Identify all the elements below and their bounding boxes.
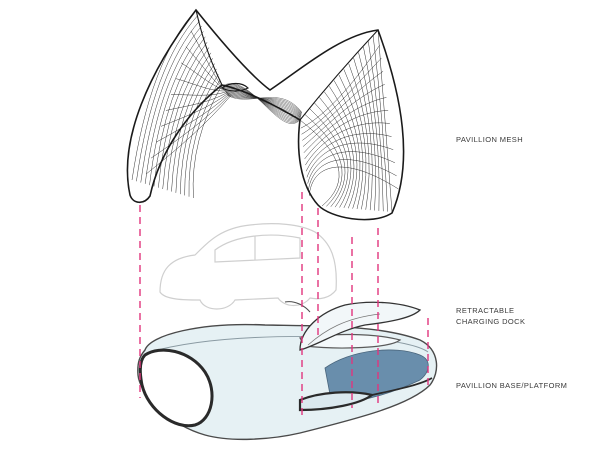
mesh-grid-line	[224, 89, 301, 118]
mesh-grid-line	[145, 95, 232, 175]
mesh-grid-line	[171, 58, 213, 192]
mesh-grid-line	[225, 91, 302, 116]
vehicle-ghost-outline	[159, 223, 337, 310]
mesh-grid-line	[184, 74, 219, 196]
label-charging-dock-line2: CHARGING DOCK	[456, 317, 526, 326]
mesh-grid-line	[131, 9, 197, 181]
mesh-grid-line	[372, 35, 388, 212]
mesh-grid-line	[223, 87, 301, 119]
label-charging-dock-line1: RETRACTABLE	[456, 306, 515, 315]
mesh-grid-line	[303, 97, 387, 153]
mesh-grid-line	[175, 63, 215, 193]
mesh-grid-line	[226, 94, 302, 114]
mesh-grid-line	[188, 79, 221, 197]
dock-arm	[299, 301, 422, 351]
mesh-grid-line	[358, 52, 376, 211]
mesh-grid-line	[304, 114, 343, 207]
mesh-grid-line	[223, 86, 301, 120]
mesh-grid-line	[225, 91, 302, 116]
mesh-grid-line	[377, 29, 393, 213]
mesh-grid-line	[226, 93, 302, 114]
mesh-grid-line	[363, 46, 380, 211]
mesh-grid-line	[333, 80, 361, 209]
mesh-fold-left	[195, 9, 223, 86]
mesh-grid-line	[192, 84, 223, 199]
mesh-grid-line	[222, 85, 301, 121]
mesh-grid-line	[319, 97, 352, 208]
mesh-grid-line	[305, 122, 390, 166]
mesh-grid-line	[225, 92, 302, 115]
mesh-grid-line	[160, 92, 229, 127]
mesh-grid-line	[302, 84, 385, 147]
mesh-grid-line	[223, 88, 301, 118]
mesh-grid-line	[309, 166, 399, 196]
mesh-grid-line	[338, 74, 364, 210]
mesh-grid-line	[170, 91, 227, 96]
mesh-grid-line	[305, 133, 392, 172]
mesh-grid-line	[180, 62, 225, 91]
mesh-grid-line	[299, 119, 340, 207]
label-pavillion-mesh-text: PAVILLION MESH	[456, 135, 524, 144]
mesh-fold-right	[299, 29, 379, 121]
mesh-grid-line	[185, 46, 224, 90]
label-pavillion-base: PAVILLION BASE/PLATFORM	[456, 380, 567, 391]
mesh-grid-line	[222, 85, 301, 122]
mesh-grid-line	[368, 41, 384, 212]
mesh-grid-line	[180, 68, 217, 195]
mesh-grid-line	[301, 57, 382, 135]
mesh-grid-line	[343, 69, 367, 210]
mesh-grid-line	[227, 95, 303, 113]
mesh-grid-line	[162, 47, 210, 190]
mesh-grid-line	[190, 30, 224, 89]
mesh-grid-line	[224, 90, 301, 117]
mesh-grid-line	[226, 93, 302, 115]
mesh-grid-line	[158, 42, 208, 188]
mesh-grid-line	[353, 58, 373, 211]
mesh-grid-line	[307, 151, 396, 184]
mesh-grid-line	[155, 93, 230, 143]
label-charging-dock: RETRACTABLE CHARGING DOCK	[456, 305, 525, 327]
dock-cable	[284, 301, 311, 313]
alignment-guides	[139, 192, 429, 420]
pavilion-base-platform	[137, 323, 438, 441]
mesh-grid-line	[227, 94, 302, 114]
pavilion-mesh	[126, 8, 405, 221]
mesh-grid-line	[308, 159, 397, 190]
mesh-grid-line	[306, 142, 394, 178]
mesh-grid-line	[309, 108, 346, 207]
mesh-grid-line	[348, 63, 370, 210]
mesh-grid-line	[144, 25, 202, 184]
retractable-charging-dock	[284, 301, 422, 351]
mesh-grid-line	[329, 86, 358, 209]
mesh-grid-line	[166, 52, 212, 191]
mesh-grid-line	[224, 90, 302, 117]
mesh-grid-line	[175, 78, 226, 92]
mesh-grid-line	[324, 91, 355, 208]
label-pavillion-mesh: PAVILLION MESH	[456, 134, 523, 145]
base-bottom-opening	[298, 391, 375, 412]
mesh-grid-line	[140, 20, 200, 183]
mesh-grid-line	[302, 71, 384, 141]
mesh-grid-line	[136, 15, 199, 182]
label-pavillion-base-text: PAVILLION BASE/PLATFORM	[456, 381, 568, 390]
mesh-grid	[131, 9, 399, 213]
mesh-grid-line	[165, 92, 228, 111]
mesh-grid-line	[304, 110, 389, 160]
mesh-grid-line	[149, 31, 204, 186]
dock-arm-edge	[307, 313, 381, 346]
mesh-grid-line	[150, 94, 231, 159]
mesh-outline	[126, 8, 405, 221]
mesh-grid-line	[153, 36, 206, 187]
